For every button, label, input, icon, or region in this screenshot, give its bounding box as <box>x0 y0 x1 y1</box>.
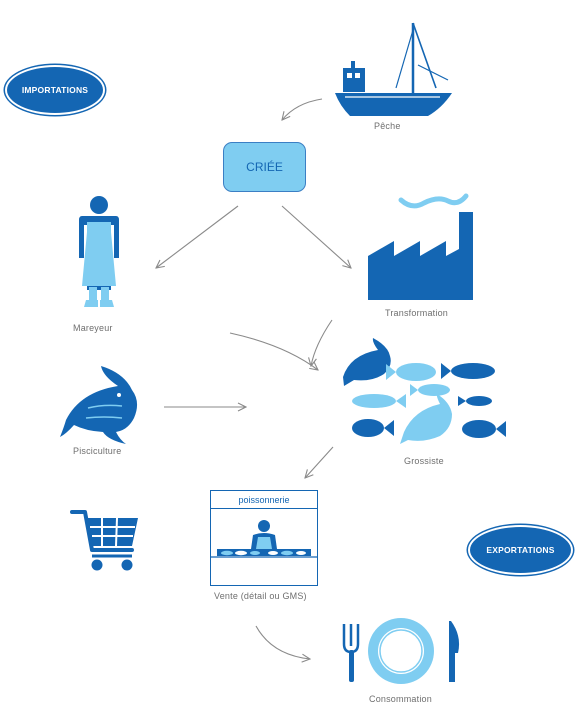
arrow-mareyeur-to-grossiste <box>229 332 318 370</box>
arrow-criee-to-mareyeur <box>156 205 239 268</box>
importations-badge: IMPORTATIONS <box>7 67 103 113</box>
fish-school-icon <box>343 338 506 444</box>
label-grossiste: Grossiste <box>404 456 444 466</box>
shop-sign: poissonnerie <box>211 491 317 509</box>
label-transformation: Transformation <box>385 308 448 318</box>
criee-box: CRIÉE <box>223 142 306 192</box>
fishmonger-icon <box>79 196 119 307</box>
shop-interior <box>211 520 317 558</box>
arrow-peche-to-criee <box>282 98 323 120</box>
label-pisciculture: Pisciculture <box>73 446 122 456</box>
label-mareyeur: Mareyeur <box>73 323 113 333</box>
boat-icon <box>335 22 452 116</box>
arrow-grossiste-to-vente <box>305 446 334 478</box>
label-peche: Pêche <box>374 121 401 131</box>
arrow-criee-to-transformation <box>281 205 351 268</box>
arrow-vente-to-consommation <box>255 625 310 659</box>
exportations-badge: EXPORTATIONS <box>470 527 571 573</box>
factory-icon <box>368 193 473 300</box>
fish-icon <box>60 366 138 444</box>
label-consommation: Consommation <box>369 694 432 704</box>
label-vente: Vente (détail ou GMS) <box>214 591 307 601</box>
arrow-transformation-to-grossiste <box>311 319 333 366</box>
shop-icon: poissonnerie <box>210 490 318 586</box>
shopping-cart-icon <box>70 510 138 571</box>
plate-cutlery-icon <box>342 618 460 684</box>
